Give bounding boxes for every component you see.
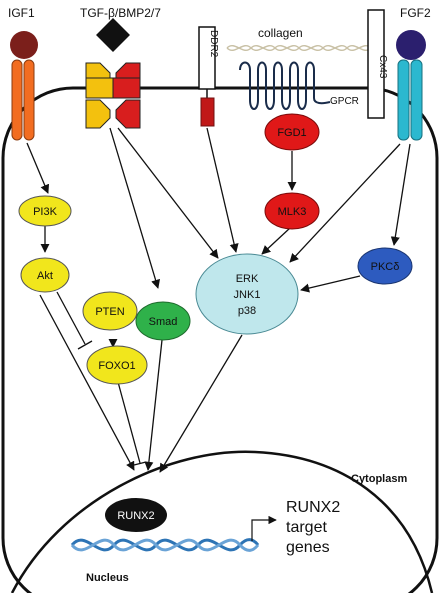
node-akt: Akt: [20, 257, 70, 293]
svg-text:FGD1: FGD1: [277, 127, 306, 139]
arrow-fgf-erk: [289, 143, 401, 263]
arrow-tgf-smad: [109, 127, 161, 289]
nucleus-label: Nucleus: [86, 572, 129, 584]
svg-text:JNK1: JNK1: [234, 289, 261, 301]
ddr2-receptor: [198, 26, 216, 127]
node-pten: PTEN: [82, 291, 138, 331]
inhibit-akt-foxo1: [56, 291, 86, 345]
node-runx2: RUNX2: [105, 498, 167, 532]
arrow-smad-runx2: [144, 339, 163, 471]
inhibit-foxo1-runx2: [117, 381, 141, 464]
fgf2-ligand: [396, 30, 426, 60]
arrow-mlk3-erk: [261, 227, 291, 255]
arrow-igf-pi3k: [26, 142, 50, 194]
arrow-erk-runx2: [159, 334, 243, 473]
ddr2-label: DDR2: [208, 30, 219, 58]
svg-text:Smad: Smad: [149, 316, 178, 328]
svg-text:PTEN: PTEN: [95, 306, 124, 318]
arrow-pkc-erk: [300, 275, 361, 293]
svg-text:PKCδ: PKCδ: [371, 261, 400, 273]
fgf2-label: FGF2: [400, 6, 431, 20]
node-pi3k: PI3K: [18, 195, 72, 227]
svg-text:RUNX2: RUNX2: [117, 510, 154, 522]
svg-text:p38: p38: [238, 305, 256, 317]
tgf-ligand: [96, 18, 130, 52]
igf1-ligand: [10, 31, 38, 59]
svg-text:genes: genes: [286, 539, 330, 556]
node-fgd1: FGD1: [264, 113, 320, 151]
fgf2-receptor: [396, 30, 426, 141]
node-smad: Smad: [135, 301, 191, 341]
cx43-label: Cx43: [377, 55, 388, 79]
svg-text:target: target: [286, 519, 327, 536]
svg-text:PI3K: PI3K: [33, 206, 58, 218]
arrow-tgf-erk: [117, 127, 219, 259]
node-mlk3: MLK3: [264, 192, 320, 230]
node-pkc: PKCδ: [357, 247, 413, 285]
svg-text:MLK3: MLK3: [278, 206, 307, 218]
arrow-fgf-pkc: [390, 143, 411, 246]
igf1-label: IGF1: [8, 6, 35, 20]
cell-membrane: [1, 86, 439, 598]
svg-text:ERK: ERK: [236, 273, 259, 285]
target-genes-label: RUNX2 target genes: [286, 499, 340, 556]
arrow-ddr2-erk: [206, 127, 239, 253]
node-foxo1: FOXO1: [86, 345, 148, 385]
cx43-channel: [367, 9, 385, 119]
svg-text:RUNX2: RUNX2: [286, 499, 340, 516]
pathway-arrows: [26, 127, 411, 473]
cytoplasm-label: Cytoplasm: [351, 473, 407, 485]
collagen-fiber: [226, 45, 372, 51]
collagen-label: collagen: [258, 26, 303, 40]
tgf-label: TGF-β/BMP2/7: [80, 6, 161, 20]
transcription-arrow: [251, 515, 277, 541]
gpcr-receptor: [239, 61, 331, 110]
gpcr-label: GPCR: [330, 96, 359, 107]
svg-text:Akt: Akt: [37, 270, 53, 282]
arrow-akt-runx2: [39, 294, 135, 471]
node-erk-jnk-p38: ERK JNK1 p38: [195, 253, 299, 335]
dna-helix: [70, 538, 260, 552]
nucleus-membrane: [10, 450, 434, 594]
igf1-receptor: [10, 31, 38, 141]
tgf-receptor: [85, 18, 141, 129]
svg-text:FOXO1: FOXO1: [98, 360, 135, 372]
